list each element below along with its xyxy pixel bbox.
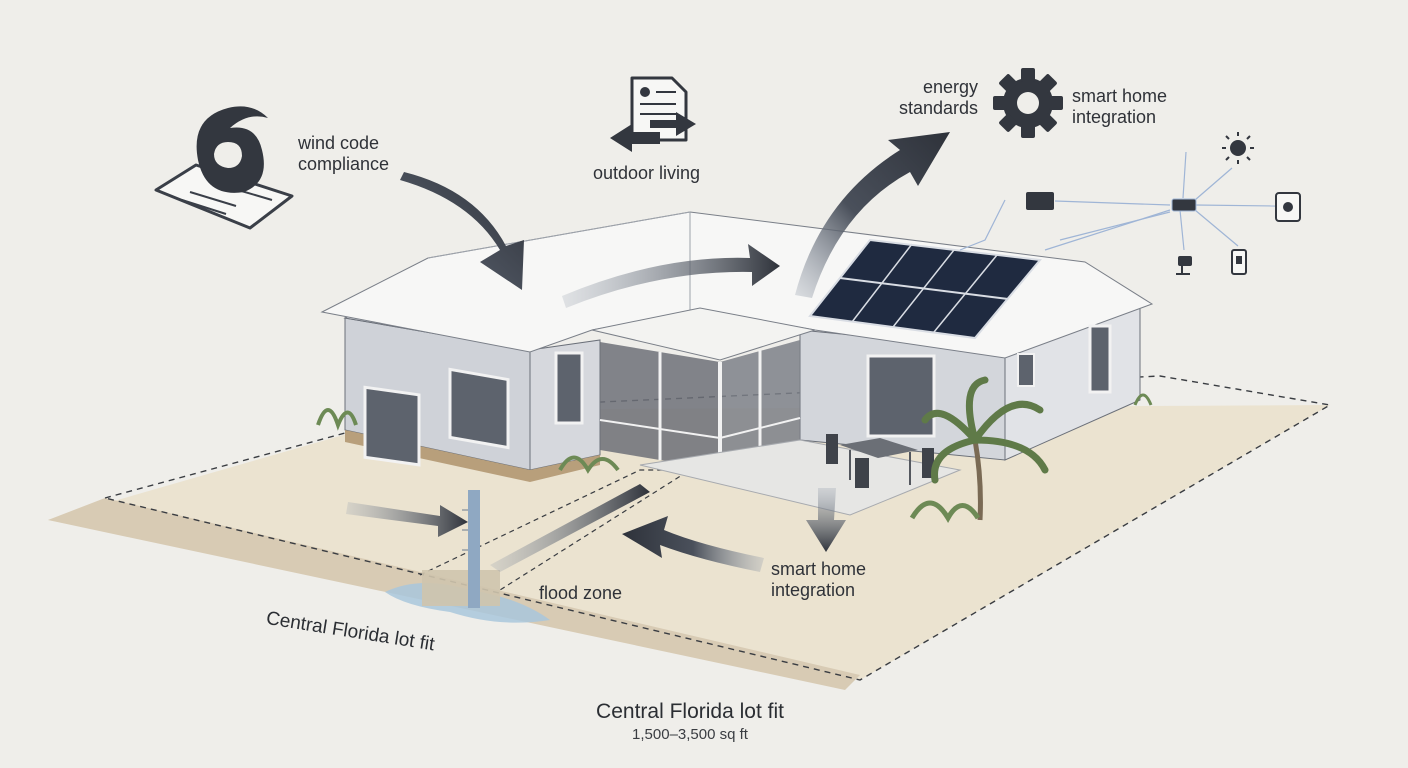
flood-zone-boundary	[419, 469, 693, 591]
window	[554, 351, 584, 425]
smart-home-bottom-label-line: smart home	[771, 559, 867, 579]
wind-code-label: wind code compliance	[298, 133, 389, 175]
sun-core	[1230, 140, 1246, 156]
table-top	[840, 438, 918, 458]
document-line	[181, 199, 227, 215]
palm-frond	[921, 376, 1049, 484]
wind-arrow	[400, 172, 524, 290]
energy-arrow	[795, 132, 950, 298]
sun-rays	[1222, 132, 1254, 164]
gear-icon	[993, 68, 1063, 138]
chair	[826, 434, 838, 464]
energy-standards-label: energy standards	[892, 77, 978, 119]
smart-home-top-label: smart home integration	[1072, 86, 1167, 128]
roof-ridge	[427, 211, 691, 310]
sun-icon	[1222, 132, 1254, 164]
thermostat-icon	[1026, 192, 1054, 210]
flood-strip-arrow	[490, 484, 650, 572]
porch-railing	[719, 417, 801, 439]
window	[1017, 353, 1035, 387]
outdoor-living-label: outdoor living	[593, 163, 701, 183]
shrub	[1133, 393, 1153, 406]
chair	[922, 448, 934, 478]
patio	[639, 439, 962, 516]
flood-in-arrow	[346, 502, 468, 537]
porch-railing	[599, 419, 721, 439]
document-line	[189, 191, 237, 207]
window	[363, 385, 421, 467]
smart-network	[959, 132, 1301, 275]
window	[1088, 324, 1112, 394]
camera-body	[1178, 256, 1192, 266]
hub-icon	[1171, 198, 1197, 212]
arrow-left-shape	[610, 124, 660, 152]
smart-left-arrow	[622, 516, 764, 572]
network-lines	[959, 151, 1276, 251]
wind-code-label-line: compliance	[298, 154, 390, 174]
solar-grid-line	[933, 254, 998, 333]
camera-icon	[1176, 256, 1192, 275]
caption-title: Central Florida lot fit	[596, 700, 784, 723]
hurricane-symbol	[196, 106, 268, 193]
solar-array	[808, 238, 1042, 340]
shrub	[316, 408, 358, 431]
hurricane-on-document-icon	[154, 106, 294, 230]
document-seal	[640, 87, 650, 97]
caption: Central Florida lot fit 1,500–3,500 sq f…	[0, 700, 1380, 743]
patio-down-arrow	[806, 488, 846, 552]
patio-table	[826, 434, 934, 488]
flood-gauge-post	[468, 490, 480, 608]
window	[448, 367, 510, 450]
arrow-right-shape	[650, 112, 696, 136]
sliding-door	[866, 354, 936, 438]
shrub	[558, 455, 620, 474]
shrub	[909, 500, 981, 523]
smart-home-bottom-label-line: integration	[771, 580, 856, 600]
energy-standards-label-line: energy	[922, 77, 978, 97]
speaker-icon	[1275, 192, 1301, 222]
foundation	[345, 430, 600, 482]
palm-tree	[921, 376, 1049, 521]
wind-code-label-line: wind code	[298, 133, 380, 153]
speaker-cone	[1283, 202, 1293, 212]
smart-home-top-label-line: integration	[1072, 107, 1157, 127]
caption-subtitle: 1,500–3,500 sq ft	[632, 726, 748, 743]
outdoor-arrow	[562, 244, 780, 308]
flood-marker-base	[422, 570, 500, 606]
switch-toggle	[1236, 256, 1242, 264]
energy-standards-label-line: standards	[898, 98, 978, 118]
chair	[855, 458, 869, 488]
gear-teeth	[993, 68, 1063, 138]
solar-grid-line	[892, 249, 955, 328]
switch-icon	[1231, 249, 1247, 275]
solar-grid-line	[851, 243, 913, 323]
porch-roof	[591, 307, 816, 361]
palm-trunk	[972, 439, 983, 521]
document-with-arrows-icon	[610, 76, 696, 152]
smart-home-bottom-label: smart home integration	[771, 559, 866, 601]
arrows	[346, 132, 950, 572]
gear-hole	[1017, 92, 1039, 114]
smart-home-top-label-line: smart home	[1072, 86, 1168, 106]
flood-zone-label: flood zone	[539, 583, 623, 603]
document-sheet	[154, 163, 294, 230]
